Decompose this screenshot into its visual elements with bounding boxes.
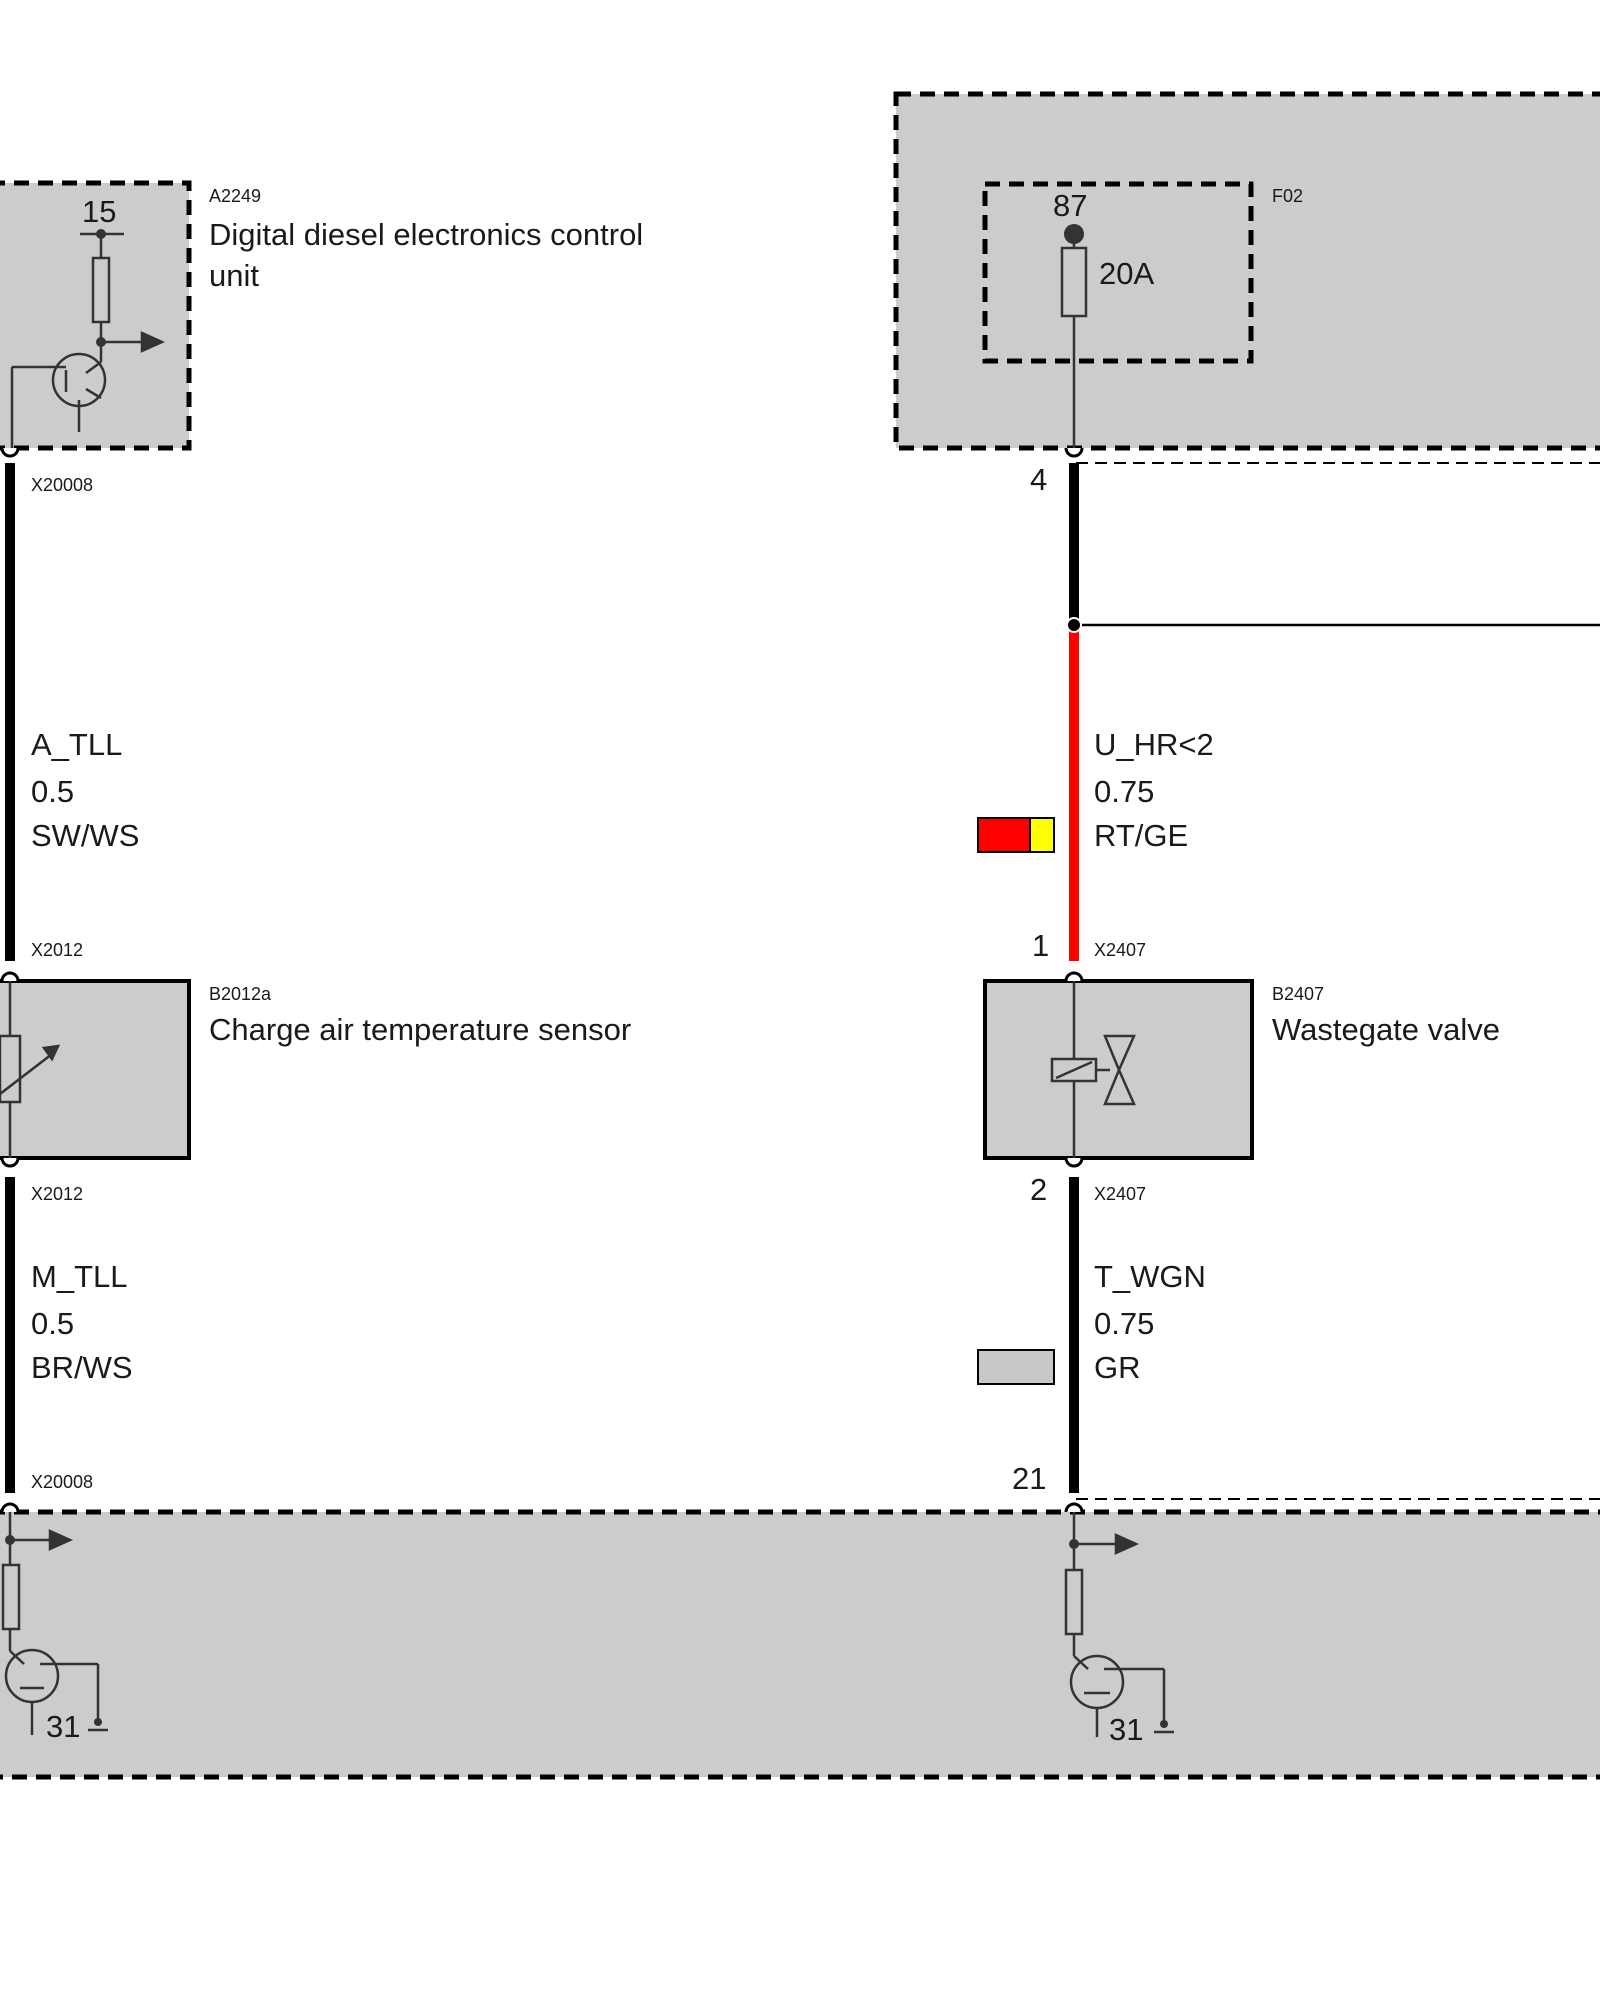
f02-id: F02 (1272, 186, 1303, 206)
wire-m-tll-gauge: 0.5 (31, 1306, 74, 1341)
x20008-housing-outline (1076, 462, 1600, 1500)
fuse-icon (1060, 240, 1088, 448)
b2407-box (983, 979, 1254, 1160)
wire-t-wgn-gauge: 0.75 (1094, 1306, 1154, 1341)
b2407-name: Wastegate valve (1272, 1012, 1500, 1047)
wire-swatch-yellow (1029, 817, 1055, 853)
bottom-unit-pin-21: 21 (1012, 1461, 1046, 1496)
a2249-name-line1: Digital diesel electronics control (209, 217, 643, 252)
connector-pins (0, 447, 1084, 1513)
variable-resistor-icon (0, 981, 61, 1158)
splice-point (1066, 617, 1082, 633)
wire-a-tll-signal: A_TLL (31, 727, 122, 762)
f02-fuse-rating: 20A (1099, 256, 1154, 291)
fuse-terminal-dot (1064, 224, 1084, 244)
wire-u-hr-color: RT/GE (1094, 818, 1188, 853)
a2249-terminal-15: 15 (82, 194, 116, 229)
bottom-control-unit-box (0, 1509, 1600, 1780)
a2249-id: A2249 (209, 186, 261, 206)
connector-x2407-top: X2407 (1094, 940, 1146, 960)
connector-x20008-top: X20008 (31, 475, 93, 495)
connector-x20008-bottom: X20008 (31, 1472, 93, 1492)
wire-u-hr-signal: U_HR<2 (1094, 727, 1214, 762)
b2012a-name: Charge air temperature sensor (209, 1012, 631, 1047)
a2249-name-line2: unit (209, 258, 259, 293)
wire-swatch-red (977, 817, 1031, 853)
a2249-node (96, 229, 106, 239)
connector-x2407-bottom: X2407 (1094, 1184, 1146, 1204)
wire-a-tll-gauge: 0.5 (31, 774, 74, 809)
b2012a-box (0, 979, 191, 1160)
f02-module-box (893, 91, 1600, 451)
wire-swatch-gray (977, 1349, 1055, 1385)
f02-pin-4: 4 (1030, 462, 1047, 497)
x2407-pin-2: 2 (1030, 1172, 1047, 1207)
left-driver-transistor-icon (1, 1512, 108, 1735)
wire-u-hr-gauge: 0.75 (1094, 774, 1154, 809)
left-ground-dot (94, 1718, 102, 1726)
wire-m-tll-signal: M_TLL (31, 1259, 127, 1294)
a2249-node-2 (96, 337, 106, 347)
right-driver-node (1069, 1539, 1079, 1549)
b2012a-id: B2012a (209, 984, 272, 1004)
f02-fuse-inner-box (982, 181, 1254, 364)
connector-x2012-bottom: X2012 (31, 1184, 83, 1204)
f02-terminal-87: 87 (1053, 188, 1087, 223)
b2407-id: B2407 (1272, 984, 1324, 1004)
x2407-pin-1: 1 (1032, 928, 1049, 963)
wire-t-wgn-color: GR (1094, 1350, 1141, 1385)
left-driver-node (5, 1535, 15, 1545)
ground-terminal-right: 31 (1109, 1712, 1143, 1747)
wastegate-valve-icon (1050, 981, 1136, 1158)
wire-t-wgn-signal: T_WGN (1094, 1259, 1206, 1294)
ground-terminal-left: 31 (46, 1709, 80, 1744)
wire-m-tll-color: BR/WS (31, 1350, 133, 1385)
right-ground-dot (1160, 1720, 1168, 1728)
connector-x2012-top: X2012 (31, 940, 83, 960)
wire-a-tll-color: SW/WS (31, 818, 140, 853)
